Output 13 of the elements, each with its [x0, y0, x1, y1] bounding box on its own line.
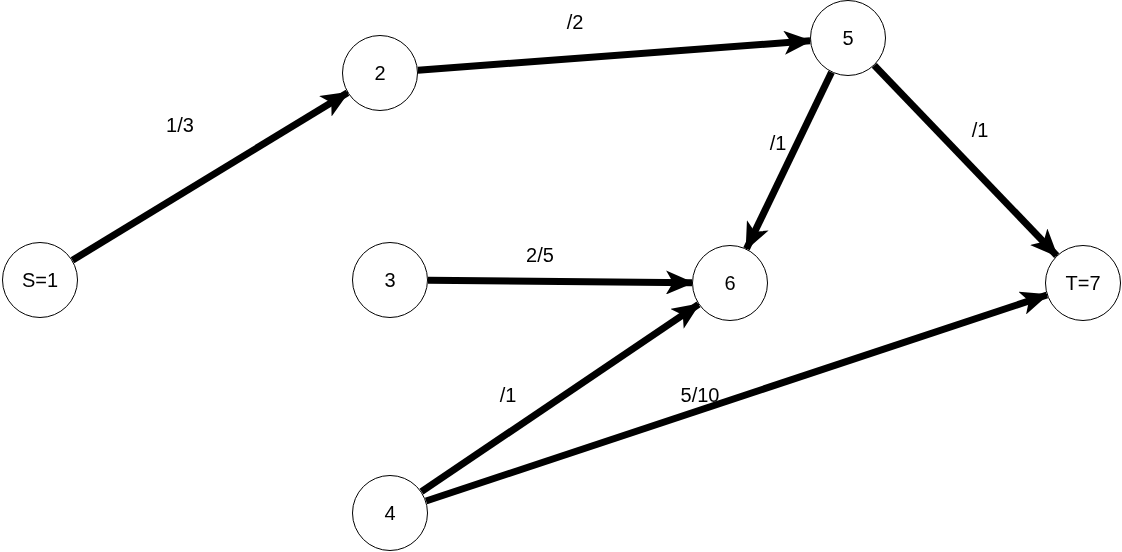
- edge-label: 2/5: [526, 243, 554, 268]
- edge-label: /1: [971, 118, 989, 143]
- edge-label: /2: [566, 10, 584, 35]
- edge-label: 1/3: [166, 113, 194, 138]
- arrow: [70, 89, 350, 264]
- edge-label: 5/10: [680, 383, 720, 408]
- edge-label: /1: [499, 383, 517, 408]
- arrow: [743, 70, 835, 251]
- arrow: [419, 301, 701, 495]
- arrow: [871, 63, 1060, 258]
- arrow: [424, 291, 1049, 505]
- edge-label: /1: [769, 131, 787, 156]
- arrow: [427, 270, 694, 295]
